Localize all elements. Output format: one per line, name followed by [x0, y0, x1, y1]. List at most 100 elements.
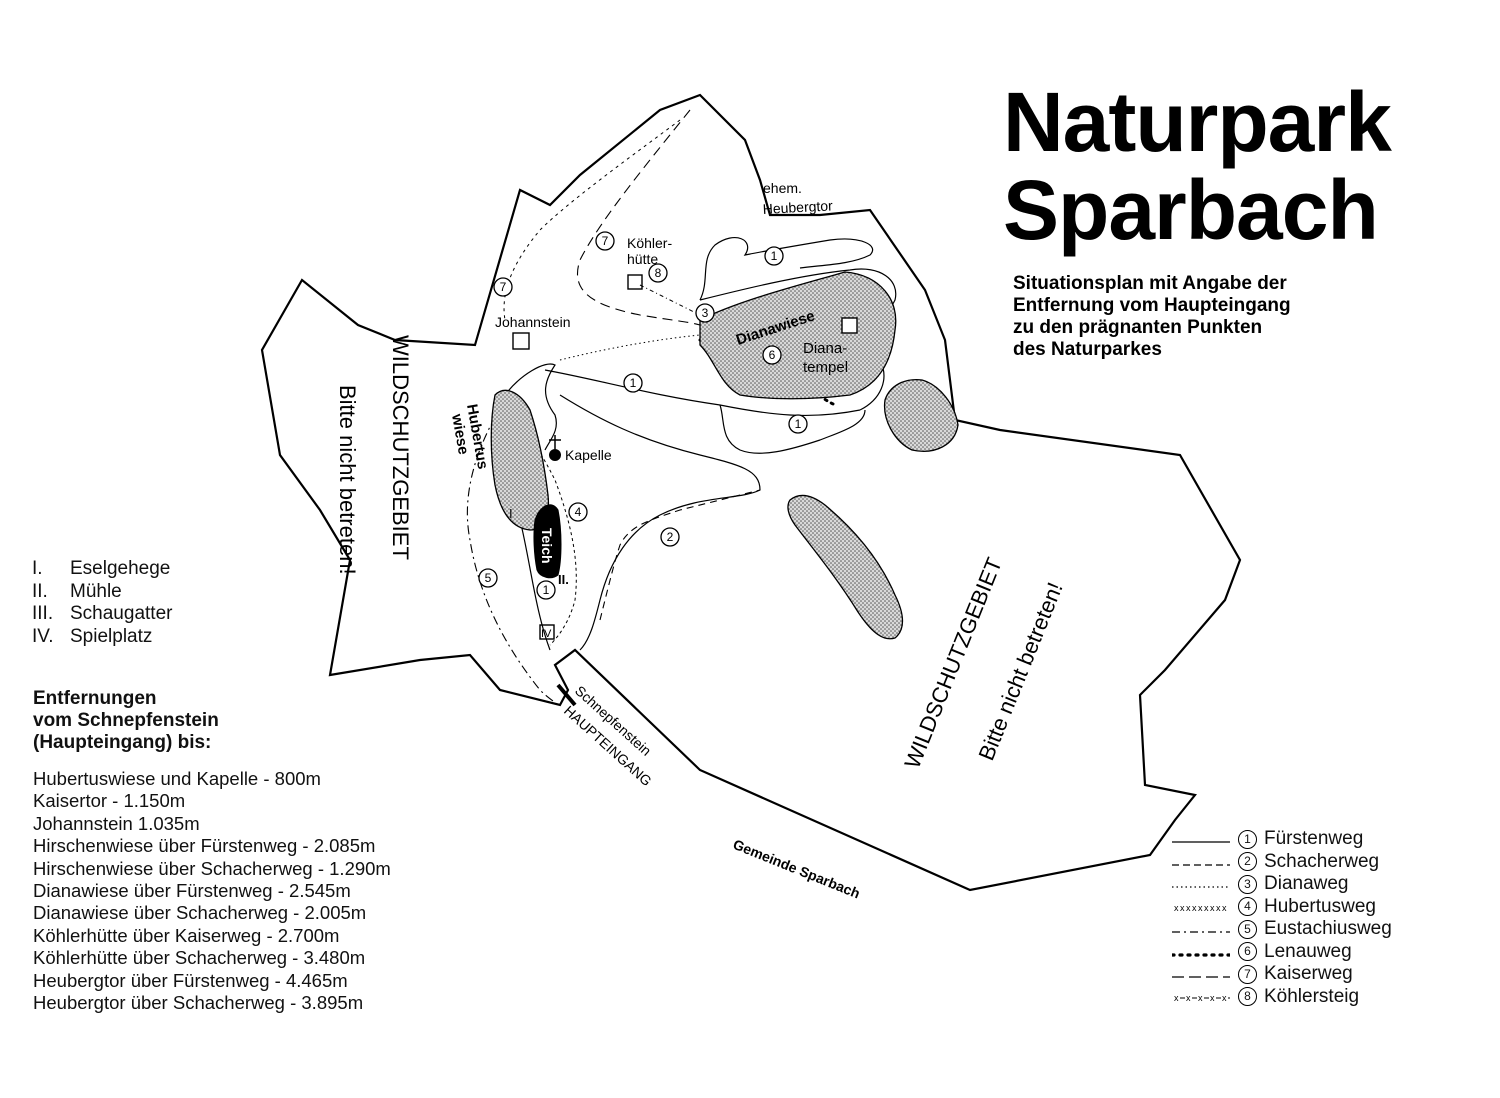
distance-item: Hubertuswiese und Kapelle - 800m — [33, 768, 321, 789]
facility-label: Eselgehege — [70, 558, 171, 579]
legend-item: 5 Eustachiusweg — [1172, 918, 1392, 941]
route-marker: 1 — [764, 246, 784, 266]
label-roman-i: I — [509, 506, 513, 521]
legend-route-number: 4 — [1238, 897, 1257, 917]
svg-text:1: 1 — [543, 583, 550, 597]
route-marker: 1 — [788, 414, 808, 434]
path-inner-2 — [699, 268, 897, 411]
distance-item: Köhlerhütte über Schacherweg - 3.480m — [33, 947, 366, 969]
distances-heading: Entfernungen vom Schnepfenstein (Hauptei… — [33, 688, 219, 754]
subtitle-line: des Naturparkes — [1013, 339, 1162, 360]
path-schacherweg — [599, 489, 761, 621]
koehlerhuette-building — [627, 274, 643, 290]
path-koehlersteig — [639, 284, 701, 316]
facility-num: II. — [32, 580, 48, 602]
svg-text:3: 3 — [702, 306, 709, 320]
distances-heading-line: (Haupteingang) bis: — [33, 732, 212, 753]
svg-text:2: 2 — [667, 530, 674, 544]
facility-item: I. Eselgehege — [32, 558, 172, 581]
facility-list: I.Eselgehege II.Mühle III.Schaugatter IV… — [32, 558, 172, 648]
label-dianatempel-2: tempel — [803, 359, 848, 376]
svg-text:x: x — [1210, 903, 1215, 912]
title-line-1: Naturpark — [1003, 75, 1392, 169]
teich-pond — [533, 504, 562, 579]
svg-text:7: 7 — [500, 280, 507, 294]
legend-route-number: 3 — [1238, 874, 1257, 894]
subtitle-line: zu den prägnanten Punkten — [1013, 317, 1263, 338]
svg-text:x: x — [1216, 903, 1221, 912]
svg-text:x: x — [1180, 903, 1185, 912]
path-inner-1 — [559, 394, 761, 651]
path-inner-5 — [719, 404, 866, 454]
svg-text:5: 5 — [485, 571, 492, 585]
route-markers: 7 7 8 3 1 6 1 1 2 4 5 1 — [478, 231, 808, 600]
distance-item: Kaisertor - 1.150m — [33, 790, 186, 812]
label-heubergtor-2: Heubergtor — [762, 197, 833, 217]
dianawiese-meadow — [699, 271, 897, 400]
label-wild-left: WILDSCHUTZGEBIET — [388, 335, 413, 560]
legend-route-label: Dianaweg — [1264, 873, 1349, 895]
spielplatz-building — [539, 624, 555, 640]
lenau-meadow — [883, 379, 959, 452]
svg-text:1: 1 — [630, 376, 637, 390]
path-inner-6 — [519, 519, 551, 651]
route-marker: 7 — [595, 231, 615, 251]
distance-item: Johannstein 1.035m — [33, 812, 200, 834]
label-heubergtor-1: ehem. — [763, 180, 802, 196]
route-marker: 3 — [695, 303, 715, 323]
path-inner-3 — [699, 236, 874, 301]
legend-line-sample — [1172, 886, 1230, 888]
map-title: Naturpark Sparbach — [1003, 75, 1392, 257]
legend-route-number: 5 — [1238, 919, 1257, 939]
johannstein-building — [512, 332, 530, 350]
svg-text:x: x — [1198, 903, 1203, 912]
path-inner-4 — [504, 363, 557, 451]
route-marker: 1 — [536, 580, 556, 600]
distances-heading-line: Entfernungen — [33, 688, 157, 709]
svg-text:x: x — [1210, 993, 1215, 1002]
route-marker: 7 — [493, 277, 513, 297]
legend-line-sample — [1172, 953, 1230, 957]
svg-text:1: 1 — [795, 417, 802, 431]
label-gemeinde: Gemeinde Sparbach — [731, 836, 863, 902]
legend-route-label: Hubertusweg — [1264, 895, 1376, 917]
distances-heading-line: vom Schnepfenstein — [33, 710, 219, 731]
distance-item: Heubergtor über Schacherweg - 3.895m — [33, 992, 364, 1014]
svg-text:x: x — [1174, 993, 1179, 1002]
label-koehler-2: hütte — [627, 251, 658, 267]
label-dianatempel-1: Diana- — [803, 340, 847, 357]
subtitle-line: Situationsplan mit Angabe der — [1013, 273, 1287, 294]
park-boundary — [260, 93, 1242, 892]
label-koehler-1: Köhler- — [627, 235, 672, 251]
legend-route-label: Eustachiusweg — [1264, 918, 1392, 940]
route-marker: 5 — [478, 568, 498, 588]
svg-text:4: 4 — [575, 505, 582, 519]
route-marker: 1 — [623, 373, 643, 393]
facility-num: I. — [32, 558, 43, 579]
distance-item: Hirschenwiese über Fürstenweg - 2.085m — [33, 835, 376, 857]
distance-item: Hirschenwiese über Schacherweg - 1.290m — [33, 857, 391, 879]
svg-text:6: 6 — [769, 348, 776, 362]
legend-route-label: Schacherweg — [1264, 850, 1380, 872]
facility-item: II.Mühle — [32, 581, 172, 604]
title-line-2: Sparbach — [1003, 163, 1379, 257]
legend-item: 3 Dianaweg — [1172, 873, 1392, 896]
legend-line-sample — [1172, 864, 1230, 866]
svg-text:1: 1 — [771, 249, 778, 263]
route-marker: 6 — [762, 345, 782, 365]
facility-num: III. — [32, 603, 54, 624]
path-kaiserweg-2 — [503, 119, 681, 321]
legend-route-number: 6 — [1238, 942, 1257, 962]
distances-list: Hubertuswiese und Kapelle - 800m Kaisert… — [33, 768, 391, 1014]
distance-item: Köhlerhütte über Kaiserweg - 2.700m — [33, 924, 340, 946]
label-kapelle: Kapelle — [565, 447, 612, 463]
facility-item: IV.Spielplatz — [32, 626, 172, 649]
subtitle-line: Entfernung vom Haupteingang — [1013, 295, 1291, 316]
